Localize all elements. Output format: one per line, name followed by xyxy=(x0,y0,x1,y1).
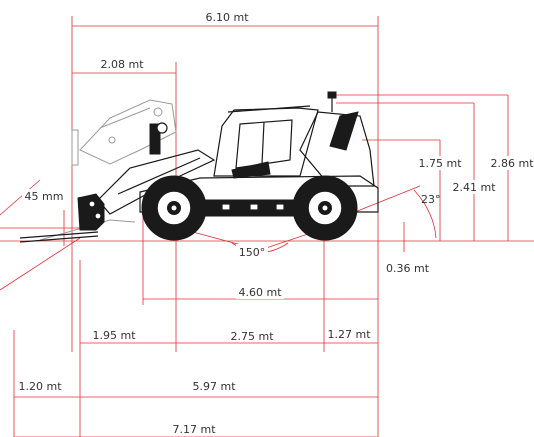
label-rear-overhang: 1.27 mt xyxy=(327,328,371,341)
label-front-overhang: 1.95 mt xyxy=(92,329,136,342)
raised-boom-outline xyxy=(39,99,177,241)
front-wheel xyxy=(141,175,207,241)
label-fork-reach: 2.08 mt xyxy=(100,58,144,71)
label-track-width: 4.60 mt xyxy=(238,286,282,299)
cab xyxy=(213,107,319,177)
boom xyxy=(97,149,216,215)
telehandler-vehicle xyxy=(19,91,379,243)
label-overall-length-top: 6.10 mt xyxy=(205,11,249,24)
chassis xyxy=(139,175,379,213)
dimension-labels: 6.10 mt 2.08 mt 45 mm 1.75 mt 2.41 mt 2.… xyxy=(16,10,534,436)
fork-carriage xyxy=(77,193,105,231)
rear-wheel xyxy=(292,175,358,241)
label-cab-height: 1.75 mt xyxy=(418,157,462,170)
label-ramp-angle: 150° xyxy=(239,246,266,259)
label-wheelbase: 2.75 mt xyxy=(230,330,274,343)
label-fork-length: 1.20 mt xyxy=(18,380,62,393)
label-mid-height: 2.41 mt xyxy=(452,181,496,194)
label-departure-angle: 23° xyxy=(421,193,441,206)
engine-cover xyxy=(299,111,375,187)
label-overall-height: 2.86 mt xyxy=(490,157,534,170)
label-ground-clearance: 0.36 mt xyxy=(386,262,430,275)
label-length-to-carriage: 5.97 mt xyxy=(192,380,236,393)
label-fork-thickness: 45 mm xyxy=(25,190,64,203)
label-overall-length: 7.17 mt xyxy=(172,423,216,436)
